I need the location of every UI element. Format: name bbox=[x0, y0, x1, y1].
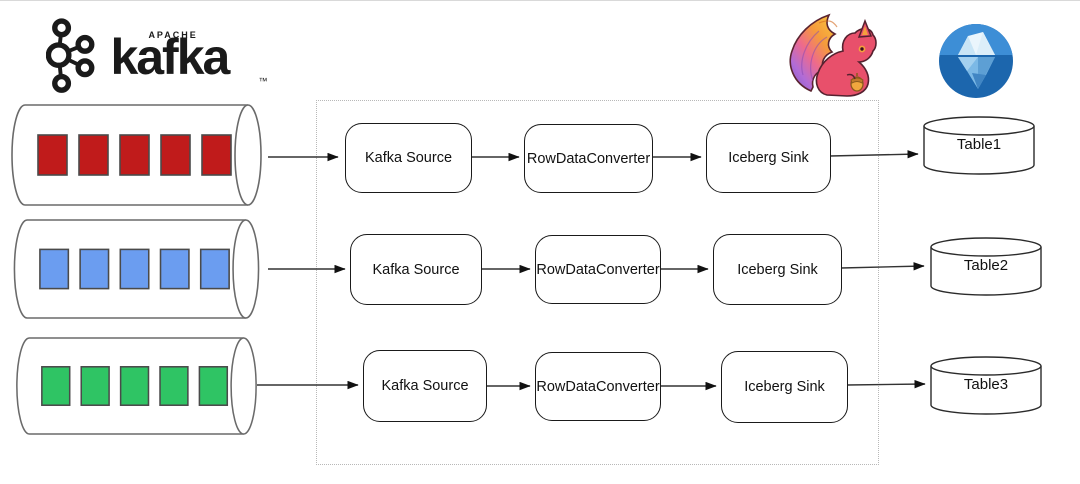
flink-squirrel-icon bbox=[789, 13, 877, 97]
kafka-trademark: ™ bbox=[258, 76, 268, 86]
table-label: Table2 bbox=[963, 257, 1009, 274]
kafka-word-text: kafka bbox=[110, 29, 230, 85]
flink-job-boundary bbox=[316, 100, 879, 465]
record-square bbox=[79, 248, 110, 290]
record-square bbox=[119, 248, 150, 290]
record-square bbox=[119, 366, 150, 406]
kafka-topic-cylinder-red bbox=[11, 104, 262, 206]
kafka-topic-cylinder-green bbox=[16, 337, 257, 435]
rowdataconverter-box-3: RowDataConverter bbox=[535, 352, 661, 421]
record-square bbox=[80, 366, 110, 406]
table-cylinder-icon bbox=[923, 116, 1035, 175]
kafka-icon bbox=[46, 18, 95, 93]
rowdataconverter-box-2: RowDataConverter bbox=[535, 235, 661, 304]
iceberg-sink-box-3: Iceberg Sink bbox=[721, 351, 848, 423]
table-label: Table3 bbox=[963, 376, 1009, 393]
record-square bbox=[37, 134, 68, 176]
rowdataconverter-box-1: RowDataConverter bbox=[524, 124, 653, 193]
table-cylinder-icon bbox=[930, 356, 1042, 415]
iceberg-sink-box-1: Iceberg Sink bbox=[706, 123, 831, 193]
kafka-source-box-2: Kafka Source bbox=[350, 234, 482, 305]
record-square bbox=[201, 134, 232, 176]
record-square bbox=[198, 366, 229, 406]
record-square bbox=[160, 134, 191, 176]
record-square bbox=[78, 134, 109, 176]
iceberg-table-2: Table2 bbox=[930, 237, 1042, 297]
record-square bbox=[41, 366, 71, 406]
iceberg-sink-box-2: Iceberg Sink bbox=[713, 234, 842, 305]
iceberg-table-3: Table3 bbox=[930, 356, 1042, 416]
record-square bbox=[199, 248, 230, 290]
kafka-source-box-1: Kafka Source bbox=[345, 123, 472, 193]
record-square bbox=[159, 248, 190, 290]
kafka-topic-cylinder-blue bbox=[13, 219, 260, 319]
table-label: Table1 bbox=[956, 136, 1002, 153]
record-square bbox=[119, 134, 150, 176]
kafka-source-box-3: Kafka Source bbox=[363, 350, 487, 422]
iceberg-logo-icon bbox=[939, 24, 1013, 98]
kafka-wordmark: APACHE kafka ™ bbox=[110, 24, 276, 96]
table-cylinder-icon bbox=[930, 237, 1042, 296]
record-square bbox=[159, 366, 189, 406]
iceberg-table-1: Table1 bbox=[923, 116, 1035, 176]
record-square bbox=[39, 248, 70, 290]
kafka-logo: APACHE kafka ™ bbox=[46, 15, 276, 105]
kafka-apache-text: APACHE bbox=[148, 30, 198, 40]
